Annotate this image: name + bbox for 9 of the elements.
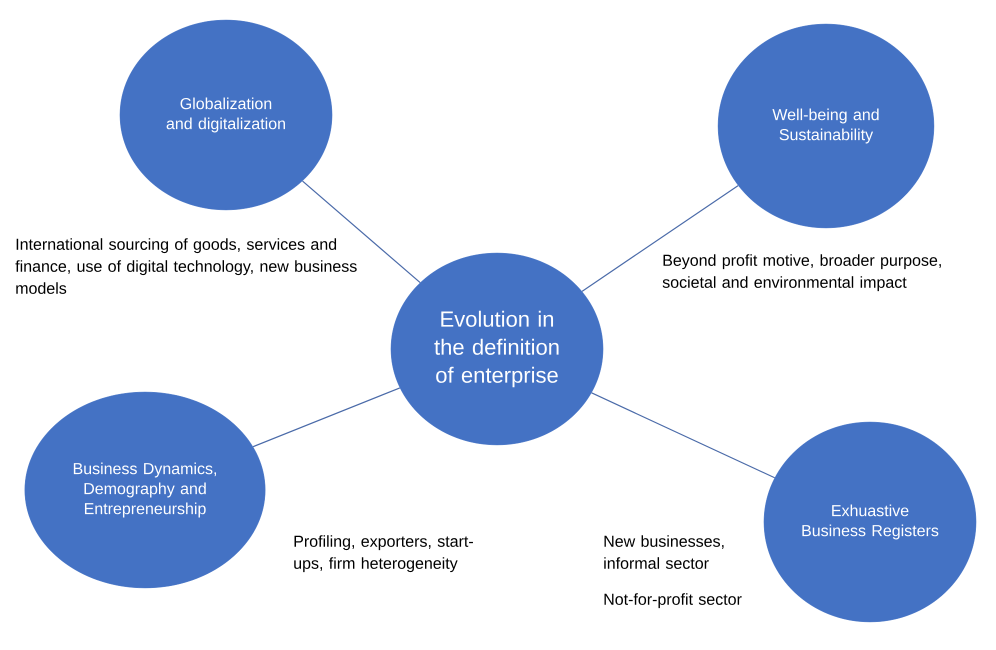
description-text: Profiling, exporters, start- ups, firm heterogeneity bbox=[294, 535, 473, 572]
description-text: New businesses, informal sector bbox=[604, 535, 724, 569]
connector-line bbox=[252, 387, 400, 448]
description-text: Beyond profit motive, broader purpose, societal and environmental impact bbox=[662, 254, 941, 292]
description-text: Not-for-profit sector bbox=[604, 593, 742, 608]
connector-line bbox=[591, 392, 775, 478]
connector-line bbox=[582, 185, 738, 292]
connector-line bbox=[302, 180, 420, 284]
description-text: International sourcing of goods, services and finance, use of digital technology, new business models bbox=[15, 238, 357, 294]
